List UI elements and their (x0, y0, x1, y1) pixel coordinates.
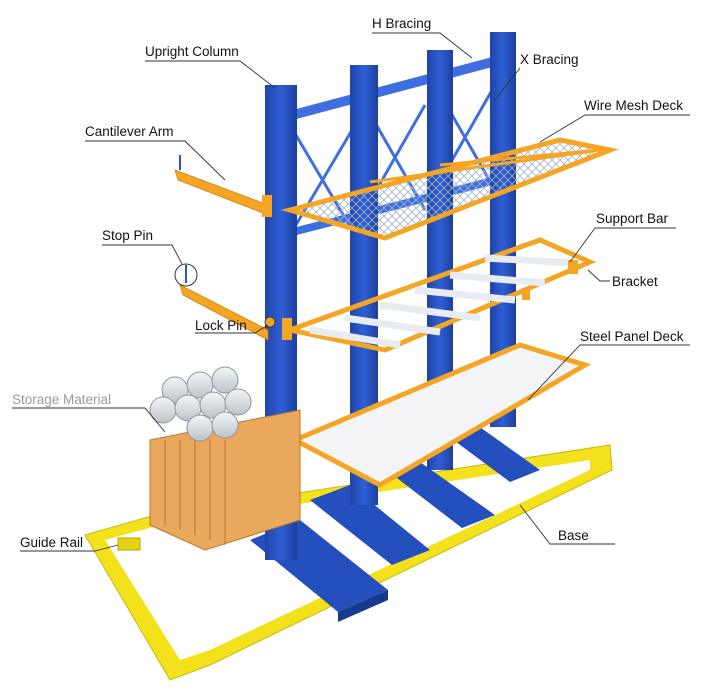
label-storage-material: Storage Material (12, 392, 111, 407)
stop-pins (179, 155, 187, 283)
wire-mesh-deck (280, 137, 619, 241)
label-x-bracing: X Bracing (520, 52, 579, 67)
stop-pin-highlight-circle (174, 263, 198, 287)
label-lock-pin: Lock Pin (195, 318, 247, 333)
label-bracket: Bracket (612, 274, 658, 289)
lock-pin-marker (264, 316, 276, 328)
pipe-bundle (149, 366, 252, 442)
leader-lines (12, 32, 690, 552)
label-wire-mesh-deck: Wire Mesh Deck (584, 98, 683, 113)
label-base: Base (558, 528, 589, 543)
label-support-bar: Support Bar (596, 211, 669, 226)
brackets (262, 195, 578, 340)
steel-panel-deck (289, 342, 592, 488)
label-steel-panel-deck: Steel Panel Deck (580, 329, 684, 344)
label-stop-pin: Stop Pin (102, 228, 153, 243)
support-bar-deck (280, 237, 597, 353)
storage-material (149, 366, 301, 551)
labels: Upright Column H Bracing X Bracing Wire … (12, 16, 684, 550)
label-cantilever-arm: Cantilever Arm (85, 124, 174, 139)
label-upright-column: Upright Column (145, 44, 239, 59)
label-guide-rail: Guide Rail (20, 535, 83, 550)
label-h-bracing: H Bracing (372, 16, 431, 31)
